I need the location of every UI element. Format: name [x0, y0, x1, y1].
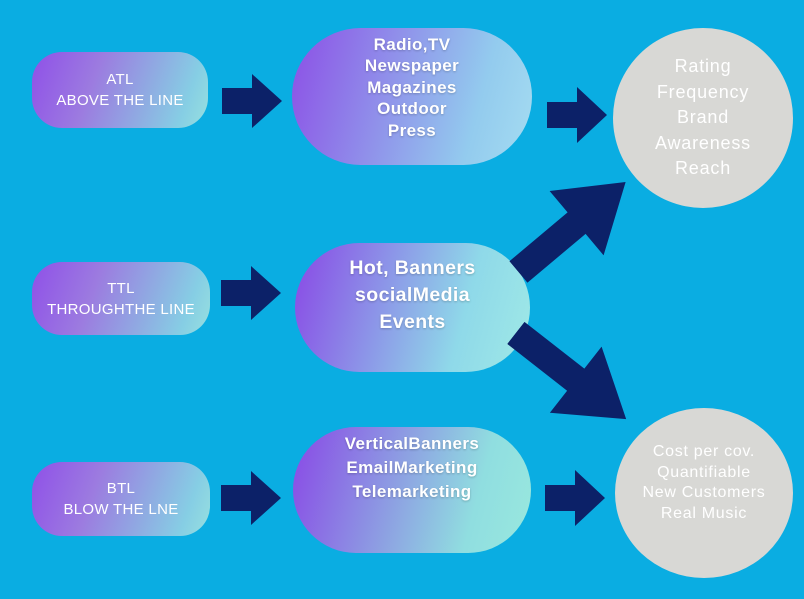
arrow-right-icon [545, 470, 605, 526]
arrow-right-icon [221, 471, 281, 525]
atl-label-box: ATL ABOVE THE LINE [32, 52, 208, 128]
atl-media-line: Magazines [367, 77, 457, 97]
atl-media-capsule: Radio,TV Newspaper Magazines Outdoor Pre… [292, 28, 532, 165]
arrow-up-right-icon [491, 150, 652, 304]
btl-label-box: BTL BLOW THE LNE [32, 462, 210, 536]
atl-subtitle: ABOVE THE LINE [56, 92, 184, 109]
ttl-media-line: Events [379, 311, 446, 333]
btl-result-line: Real Music [660, 504, 748, 522]
atl-result-line: Frequency [656, 81, 750, 102]
btl-result-line: Cost per cov. [652, 443, 756, 460]
atl-result-line: Rating [674, 56, 732, 77]
atl-result-circle: Rating Frequency Brand Awareness Reach [613, 28, 793, 208]
btl-title: BTL [106, 480, 136, 497]
atl-result-line: Awareness [655, 132, 751, 153]
arrow-right-icon [221, 266, 281, 320]
btl-result-circle: Cost per cov. Quantifiable New Customers… [615, 408, 793, 578]
ttl-media-line: Hot, Banners [349, 257, 476, 279]
ttl-media-capsule: Hot, Banners socialMedia Events [295, 243, 530, 372]
atl-result-line: Reach [674, 158, 732, 179]
atl-media-line: Radio,TV [373, 34, 451, 54]
btl-result-line: Quantifiable [657, 463, 751, 481]
arrow-down-right-icon [490, 300, 652, 452]
atl-title: ATL [106, 71, 134, 88]
atl-media-line: Press [387, 120, 437, 140]
btl-media-line: Telemarketing [352, 482, 472, 501]
btl-media-line: VerticalBanners [344, 434, 480, 453]
btl-media-capsule: VerticalBanners EmailMarketing Telemarke… [293, 427, 531, 553]
btl-media-line: EmailMarketing [346, 458, 478, 477]
ttl-label-box: TTL THROUGHTHE LINE [32, 262, 210, 335]
ttl-media-line: socialMedia [355, 284, 470, 306]
atl-result-line: Brand [676, 107, 730, 128]
btl-subtitle: BLOW THE LNE [63, 501, 179, 518]
btl-result-line: New Customers [642, 484, 766, 501]
atl-media-line: Outdoor [377, 99, 447, 119]
atl-media-line: Newspaper [364, 56, 460, 76]
arrow-right-icon [222, 74, 282, 128]
ttl-title: TTL [107, 279, 135, 297]
ttl-subtitle: THROUGHTHE LINE [47, 300, 195, 318]
arrow-right-icon [547, 87, 607, 143]
